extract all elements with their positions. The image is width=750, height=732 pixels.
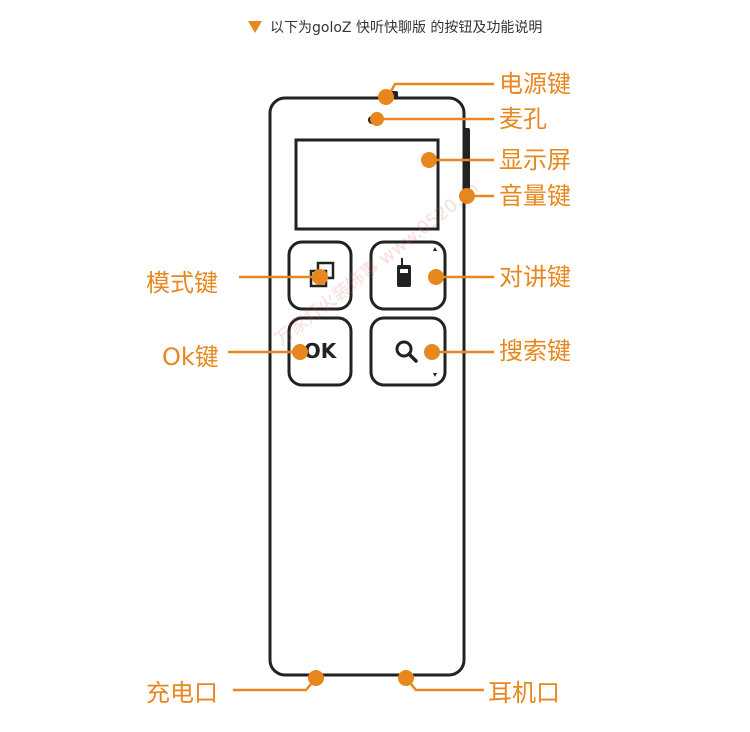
header-title: 以下为goloZ 快听快聊版 的按钮及功能说明 <box>270 20 543 36</box>
up-arrow-icon <box>433 247 437 251</box>
power-dot <box>378 89 394 105</box>
walkie-talkie-icon <box>397 258 411 287</box>
earphone-dot <box>398 670 414 686</box>
ok-button-label: OK <box>304 339 338 363</box>
talk-dot <box>428 269 444 285</box>
display-screen <box>294 138 440 231</box>
callout-dots <box>292 89 475 686</box>
label-display: 显示屏 <box>499 146 571 174</box>
charge-dot <box>308 670 324 686</box>
header: 以下为goloZ 快听快聊版 的按钮及功能说明 <box>248 17 542 37</box>
down-arrow-icon <box>433 373 437 377</box>
label-earphone: 耳机口 <box>488 679 560 707</box>
label-power: 电源键 <box>499 70 571 98</box>
volume-dot <box>459 188 475 204</box>
ok-dot <box>292 344 308 360</box>
mic-dot <box>370 112 384 126</box>
search-dot <box>424 344 440 360</box>
label-talk: 对讲键 <box>499 263 571 291</box>
mode-dot <box>312 269 328 285</box>
label-mode: 模式键 <box>146 269 218 297</box>
triangle-marker-icon <box>248 21 262 33</box>
display-dot <box>421 152 437 168</box>
label-mic: 麦孔 <box>499 105 547 133</box>
label-charge: 充电口 <box>146 679 218 707</box>
label-ok: Ok键 <box>162 343 219 371</box>
label-volume: 音量键 <box>499 182 571 210</box>
magnifier-icon <box>395 340 418 363</box>
label-search: 搜索键 <box>499 337 571 365</box>
